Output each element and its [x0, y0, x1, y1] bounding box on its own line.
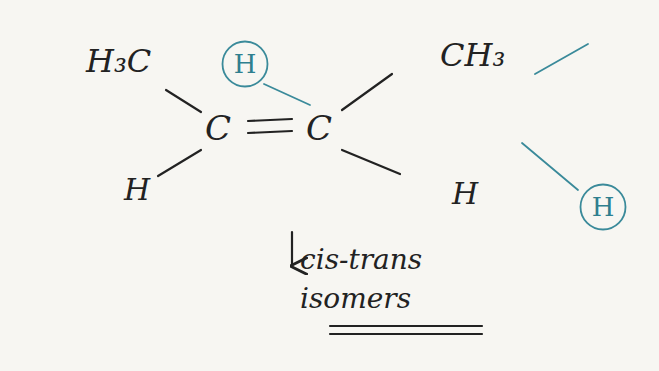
underline: [330, 325, 482, 327]
atom-label: C: [205, 108, 231, 149]
atom-label: H: [592, 192, 615, 222]
leader-line: [522, 143, 578, 190]
bond-line: [158, 150, 201, 176]
circled-atom: H: [221, 40, 269, 88]
leader-line: [535, 44, 588, 74]
reaction-arrow: [291, 232, 293, 266]
bond-line: [342, 74, 392, 110]
atom-label: CH₃: [440, 36, 505, 74]
circle-outline: [581, 185, 626, 230]
atom-label: H: [452, 176, 478, 212]
circle-outline: [223, 42, 268, 87]
double-bond-line: [248, 119, 292, 121]
circled-atom: H: [579, 183, 627, 231]
atom-label: H: [234, 49, 257, 79]
double-bond-line: [248, 131, 292, 133]
underline: [330, 333, 482, 335]
caption-note: cis-trans isomers: [300, 240, 478, 318]
leader-line: [264, 84, 310, 105]
atom-label: H: [124, 172, 150, 208]
atom-label: H₃C: [86, 42, 151, 80]
atom-label: C: [306, 108, 332, 149]
bond-line: [342, 150, 400, 174]
bond-line: [166, 90, 201, 112]
